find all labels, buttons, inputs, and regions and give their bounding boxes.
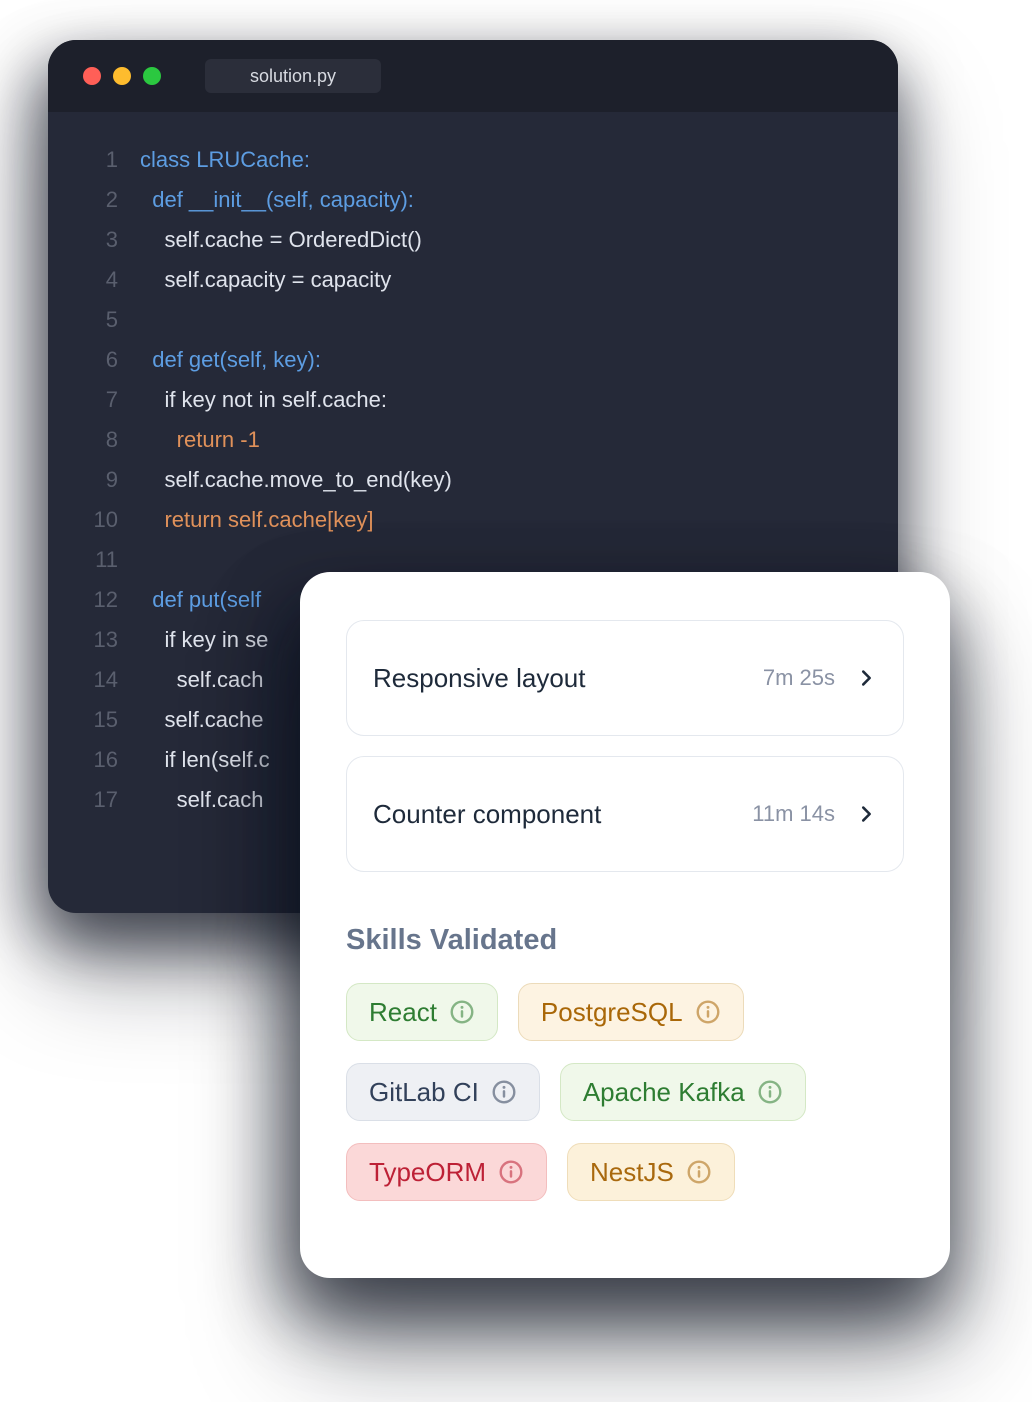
- line-number: 16: [93, 747, 118, 772]
- skill-badge-postgresql[interactable]: PostgreSQL: [517, 983, 744, 1041]
- task-title: Responsive layout: [373, 662, 586, 693]
- skill-label: GitLab CI: [369, 1076, 479, 1107]
- task-card-counter-component[interactable]: Counter component 11m 14s: [346, 756, 904, 872]
- results-panel: Responsive layout 7m 25s Counter compone…: [300, 572, 950, 1278]
- task-title: Counter component: [373, 798, 602, 829]
- code-line: 3 self.cache = OrderedDict(): [48, 220, 898, 260]
- line-number: 2: [105, 187, 118, 212]
- line-number: 14: [93, 667, 118, 692]
- skill-badge-apache-kafka[interactable]: Apache Kafka: [559, 1063, 806, 1121]
- skills-validated-heading: Skills Validated: [346, 924, 558, 956]
- info-icon[interactable]: [449, 999, 475, 1025]
- skill-label: Apache Kafka: [582, 1076, 745, 1107]
- chevron-right-icon: [855, 803, 877, 825]
- chevron-right-icon: [855, 667, 877, 689]
- code-line: 6 def get(self, key):: [48, 340, 898, 380]
- code-text: return -1: [140, 427, 260, 452]
- code-line: 17 self.cach: [48, 780, 898, 820]
- code-text: def put(self: [140, 587, 262, 612]
- line-number: 13: [93, 627, 118, 652]
- close-button[interactable]: [83, 67, 101, 85]
- zoom-button[interactable]: [143, 67, 161, 85]
- file-tab-label: solution.py: [249, 65, 337, 86]
- code-text: def __init__(self, capacity):: [140, 187, 414, 212]
- skill-label: NestJS: [590, 1156, 674, 1187]
- line-number: 1: [105, 147, 118, 172]
- skill-badge-gitlab-ci[interactable]: GitLab CI: [346, 1063, 540, 1121]
- window-titlebar: solution.py: [48, 40, 898, 112]
- code-line: 13 if key in se: [48, 620, 898, 660]
- info-icon[interactable]: [686, 1159, 712, 1185]
- task-duration: 7m 25s: [762, 665, 835, 690]
- line-number: 11: [95, 547, 118, 572]
- code-text: self.cache = OrderedDict(): [140, 227, 422, 252]
- task-card-responsive-layout[interactable]: Responsive layout 7m 25s: [346, 620, 904, 736]
- skill-badge-react[interactable]: React: [346, 983, 498, 1041]
- code-line: 2 def __init__(self, capacity):: [48, 180, 898, 220]
- line-number: 6: [105, 347, 118, 372]
- task-duration: 11m 14s: [752, 801, 835, 826]
- code-text: self.cache.move_to_end(key): [140, 467, 452, 492]
- line-number: 5: [105, 307, 118, 332]
- code-text: if len(self.c: [140, 747, 270, 772]
- line-number: 10: [93, 507, 118, 532]
- skill-label: TypeORM: [369, 1156, 487, 1187]
- skill-badge-typeorm[interactable]: TypeORM: [346, 1143, 548, 1201]
- code-text: return self.cache[key]: [140, 507, 374, 532]
- line-number: 15: [93, 707, 118, 732]
- code-text: if key in se: [140, 627, 269, 652]
- code-text: self.cach: [140, 787, 264, 812]
- info-icon[interactable]: [757, 1079, 783, 1105]
- info-icon[interactable]: [491, 1079, 517, 1105]
- minimize-button[interactable]: [113, 67, 131, 85]
- info-icon[interactable]: [695, 999, 721, 1025]
- skill-label: PostgreSQL: [540, 996, 683, 1027]
- code-line: 11: [48, 540, 898, 580]
- code-text: self.cach: [140, 667, 264, 692]
- line-number: 8: [105, 427, 118, 452]
- code-line: 8 return -1: [48, 420, 898, 460]
- code-text: self.cache: [140, 707, 264, 732]
- skills-list: React PostgreSQL GitLab CI Apache Kafka …: [346, 983, 904, 1201]
- line-number: 7: [105, 387, 118, 412]
- code-text: class LRUCache:: [140, 147, 310, 172]
- skill-label: React: [369, 996, 437, 1027]
- code-line: 4 self.capacity = capacity: [48, 260, 898, 300]
- code-line: 14 self.cach: [48, 660, 898, 700]
- line-number: 4: [105, 267, 118, 292]
- file-tab[interactable]: solution.py: [205, 59, 381, 93]
- line-number: 12: [93, 587, 118, 612]
- code-line: 5: [48, 300, 898, 340]
- skill-badge-nestjs[interactable]: NestJS: [567, 1143, 735, 1201]
- code-line: 15 self.cache: [48, 700, 898, 740]
- code-line: 16 if len(self.c: [48, 740, 898, 780]
- code-line: 7 if key not in self.cache:: [48, 380, 898, 420]
- code-text: self.capacity = capacity: [140, 267, 392, 292]
- code-area: 1 class LRUCache: 2 def __init__(self, ca…: [48, 112, 898, 820]
- line-number: 17: [93, 787, 118, 812]
- code-line: 1 class LRUCache:: [48, 140, 898, 180]
- line-number: 9: [105, 467, 118, 492]
- code-text: def get(self, key):: [140, 347, 321, 372]
- code-line: 10 return self.cache[key]: [48, 500, 898, 540]
- code-line: 9 self.cache.move_to_end(key): [48, 460, 898, 500]
- line-number: 3: [105, 227, 118, 252]
- code-line: 12 def put(self: [48, 580, 898, 620]
- info-icon[interactable]: [498, 1159, 524, 1185]
- code-text: if key not in self.cache:: [140, 387, 388, 412]
